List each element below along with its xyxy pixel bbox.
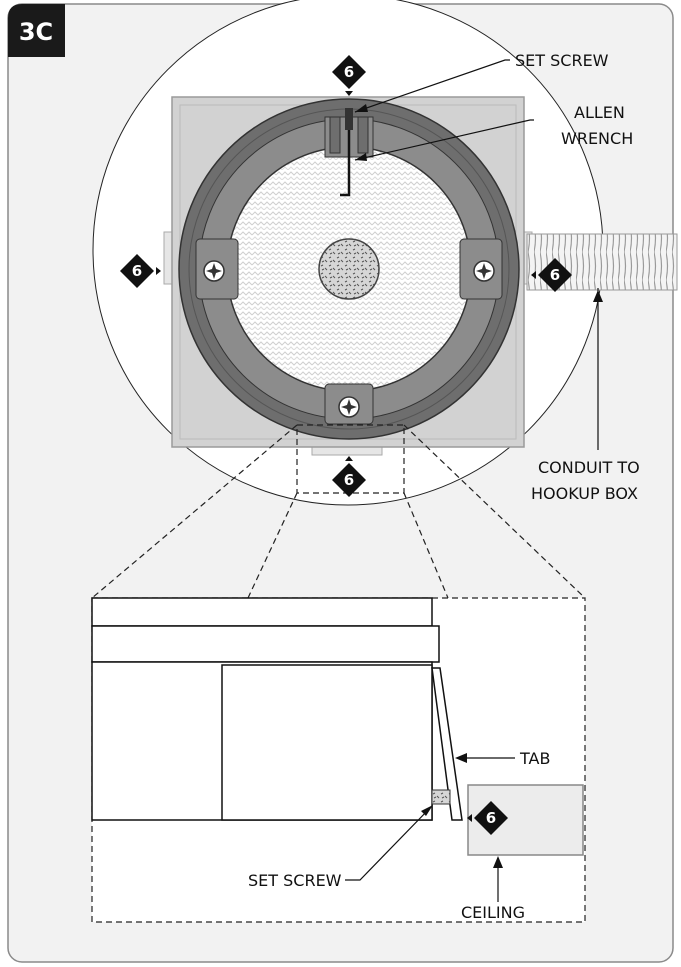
screw-icon (203, 260, 225, 282)
figure-tag-label: 3C (19, 18, 53, 46)
step-6-number: 6 (344, 63, 354, 81)
label-allen-line1: ALLEN (574, 103, 625, 122)
label-tab: TAB (519, 749, 550, 768)
step-6-badge: 6 (120, 254, 161, 288)
step-6-number: 6 (550, 266, 560, 284)
label-conduit-line1: CONDUIT TO (538, 458, 640, 477)
detail-set-screw (431, 789, 451, 805)
detail-tab (431, 667, 463, 821)
step-6-badge: 6 (332, 55, 366, 96)
step-6-badge: 6 (531, 258, 572, 292)
label-conduit-line2: HOOKUP BOX (531, 484, 638, 503)
label-ceiling: CEILING (461, 903, 525, 922)
allen-wrench (340, 130, 351, 197)
step-6-badge: 6 (332, 456, 366, 497)
label-set-screw-top: SET SCREW (515, 51, 609, 70)
step-6-number: 6 (486, 809, 496, 827)
screw-icon (473, 260, 495, 282)
screw-icon (338, 396, 360, 418)
trim-ring (178, 98, 520, 440)
zoom-box (296, 424, 405, 494)
center-lens (318, 238, 380, 300)
step-6-badge: 6 (467, 801, 508, 835)
detail-flange (91, 597, 433, 627)
label-allen-line2: WRENCH (561, 129, 633, 148)
step-6-number: 6 (344, 471, 354, 489)
step-6-number: 6 (132, 262, 142, 280)
set-screw-top (345, 108, 353, 130)
detail-housing (221, 664, 433, 821)
label-set-screw-bottom: SET SCREW (248, 871, 342, 890)
detail-trim (91, 625, 440, 663)
figure-tag: 3C (8, 4, 65, 57)
